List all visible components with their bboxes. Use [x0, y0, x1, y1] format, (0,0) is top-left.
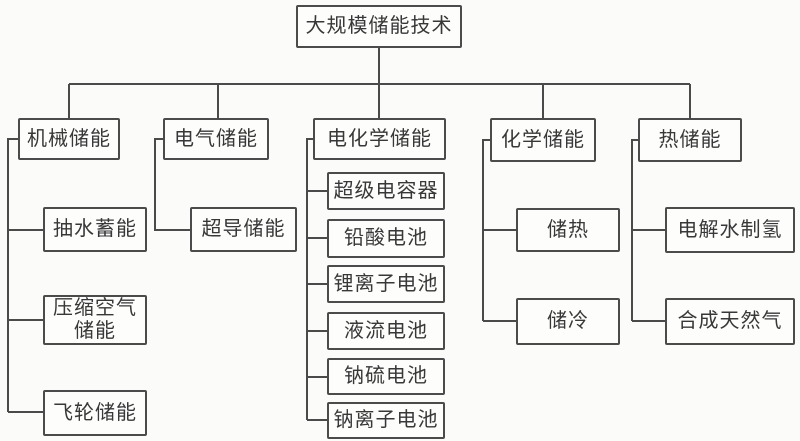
node-superconducting: 超导储能 — [190, 207, 297, 252]
node-thermal-storage: 热储能 — [638, 118, 742, 162]
node-chemical-storage: 化学储能 — [490, 118, 596, 162]
node-electrolysis-hydrogen: 电解水制氢 — [665, 207, 795, 253]
connector-trunk-thermal — [631, 139, 638, 321]
node-lead-acid-battery: 铅酸电池 — [327, 219, 445, 258]
node-synthetic-natural-gas: 合成天然气 — [665, 298, 795, 345]
node-flow-battery: 液流电池 — [327, 312, 445, 350]
node-flywheel: 飞轮储能 — [43, 390, 147, 436]
connector-trunk-electrochemical — [306, 138, 313, 420]
connector-trunk-electrical — [154, 138, 190, 231]
connector-trunk-mechanical — [7, 138, 18, 412]
node-heat-storage: 储热 — [516, 208, 620, 252]
node-mechanical-storage: 机械储能 — [18, 118, 120, 160]
node-compressed-air: 压缩空气 储能 — [43, 295, 147, 345]
node-lithium-ion-battery: 锂离子电池 — [327, 265, 445, 303]
node-sodium-ion-battery: 钠离子电池 — [327, 402, 445, 439]
node-root: 大规模储能技术 — [296, 5, 462, 48]
node-electrical-storage: 电气储能 — [163, 118, 269, 160]
node-cold-storage: 储冷 — [516, 298, 620, 345]
node-supercapacitor: 超级电容器 — [327, 172, 445, 210]
node-pumped-hydro: 抽水蓄能 — [43, 207, 147, 252]
connector-trunk-chemical — [482, 139, 490, 321]
node-electrochemical-storage: 电化学储能 — [313, 118, 446, 160]
node-sodium-sulfur-battery: 钠硫电池 — [327, 358, 445, 395]
